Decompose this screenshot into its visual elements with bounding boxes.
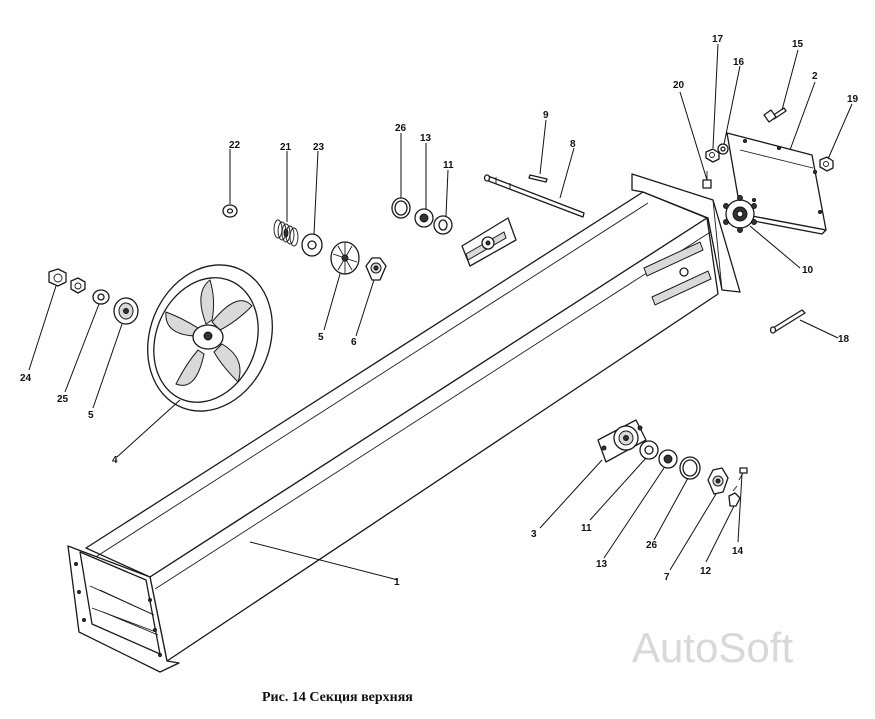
sprocket <box>723 195 757 233</box>
callout-26-upper: 26 <box>395 123 407 134</box>
flange-bearing-6 <box>365 257 387 281</box>
bearing-13-upper <box>414 208 434 228</box>
lock-washer <box>70 277 86 294</box>
circlip-26-lower <box>679 456 701 480</box>
callout-14: 14 <box>732 546 744 557</box>
hub-5-left <box>113 297 139 325</box>
pin-18 <box>769 309 806 334</box>
callout-2: 2 <box>812 71 818 82</box>
main-tube <box>67 173 741 673</box>
pulley <box>147 264 273 412</box>
hub-5-upper <box>330 241 360 275</box>
callout-numbers: 1 2 3 4 5 5 6 7 8 9 10 11 11 12 13 13 14… <box>20 34 859 588</box>
bolt-15 <box>763 107 787 123</box>
callout-11-lower: 11 <box>581 523 592 534</box>
callout-23: 23 <box>313 142 325 153</box>
callout-21: 21 <box>280 142 292 153</box>
flange-bearing-7 <box>707 467 729 495</box>
callout-13-lower: 13 <box>596 559 608 570</box>
spring <box>273 219 299 247</box>
callout-12: 12 <box>700 566 712 577</box>
bolt-14 <box>738 467 748 481</box>
washer-22 <box>222 204 238 218</box>
callout-17: 17 <box>712 34 724 45</box>
washer-16 <box>717 143 729 155</box>
callout-25: 25 <box>57 394 69 405</box>
callout-19: 19 <box>847 94 859 105</box>
seal-11-lower <box>639 440 659 460</box>
callout-16: 16 <box>733 57 745 68</box>
callout-18: 18 <box>838 334 850 345</box>
callout-20: 20 <box>673 80 685 91</box>
callout-3: 3 <box>531 529 537 540</box>
washer-23 <box>301 233 323 257</box>
callout-11-upper: 11 <box>443 160 454 171</box>
figure-caption: Рис. 14 Секция верхняя <box>262 690 413 705</box>
bearing-housing-3 <box>597 419 647 463</box>
callout-5-left: 5 <box>88 410 94 421</box>
seal-11-upper <box>433 215 453 235</box>
callout-5-upper: 5 <box>318 332 324 343</box>
nut-17 <box>705 148 720 163</box>
bearing-housing-plate <box>461 217 517 267</box>
callout-26-lower: 26 <box>646 540 658 551</box>
leader-lines <box>28 43 853 581</box>
grease-fitting-12 <box>728 485 741 507</box>
callout-9: 9 <box>543 110 549 121</box>
callout-8: 8 <box>570 139 576 150</box>
shaft <box>483 174 585 218</box>
watermark: AutoSoft <box>632 624 794 671</box>
callout-24: 24 <box>20 373 32 384</box>
callout-1: 1 <box>394 577 400 588</box>
circlip-26-upper <box>391 197 411 219</box>
washer-25 <box>92 289 110 305</box>
callout-10: 10 <box>802 265 814 276</box>
callout-13-upper: 13 <box>420 133 432 144</box>
callout-4: 4 <box>112 455 118 466</box>
callout-22: 22 <box>229 140 241 151</box>
nut-24 <box>48 268 67 287</box>
bearing-13-lower <box>658 449 678 469</box>
callout-6: 6 <box>351 337 357 348</box>
callout-7: 7 <box>664 572 670 583</box>
nut-19 <box>819 156 834 172</box>
key <box>528 174 548 183</box>
callout-15: 15 <box>792 39 804 50</box>
